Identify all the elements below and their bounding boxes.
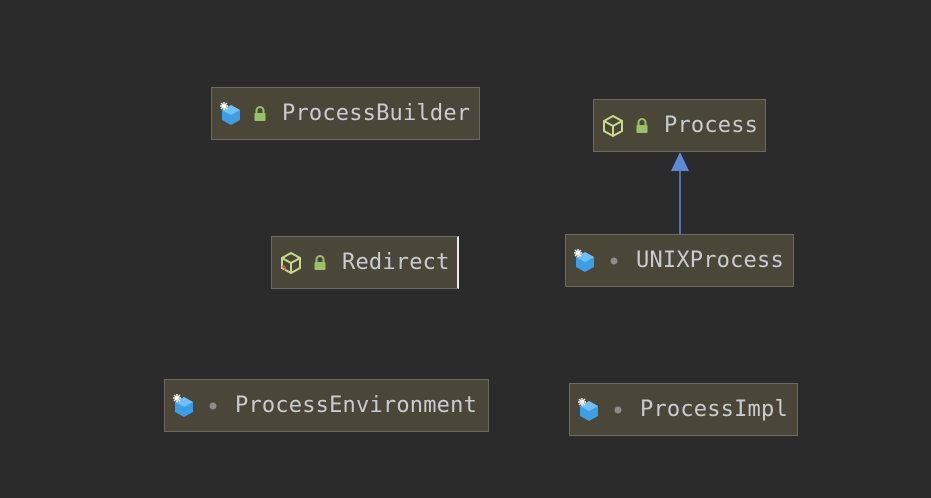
package-private-dot-icon [203, 396, 223, 416]
public-lock-icon [632, 116, 652, 136]
node-label: Redirect [342, 250, 450, 275]
public-lock-icon [250, 104, 270, 124]
class-node-processimpl[interactable]: ProcessImpl [569, 383, 798, 436]
class-icon [171, 393, 197, 419]
node-label: ProcessImpl [640, 397, 788, 422]
arrowhead-icon [671, 152, 689, 171]
class-node-processbuilder[interactable]: ProcessBuilder [211, 87, 480, 140]
node-label: ProcessBuilder [282, 101, 471, 126]
abstract-class-icon [278, 250, 304, 276]
package-private-dot-icon [608, 400, 628, 420]
class-node-unixprocess[interactable]: UNIXProcess [565, 234, 794, 287]
class-icon [576, 397, 602, 423]
class-icon [572, 248, 598, 274]
node-label: UNIXProcess [636, 248, 784, 273]
node-label: ProcessEnvironment [235, 393, 478, 418]
class-node-process[interactable]: Process [593, 99, 766, 152]
class-node-redirect[interactable]: Redirect [271, 236, 459, 289]
class-icon [218, 101, 244, 127]
class-node-processenvironment[interactable]: ProcessEnvironment [164, 379, 489, 432]
node-label: Process [664, 113, 759, 138]
package-private-dot-icon [604, 251, 624, 271]
public-lock-icon [310, 253, 330, 273]
abstract-class-icon [600, 113, 626, 139]
